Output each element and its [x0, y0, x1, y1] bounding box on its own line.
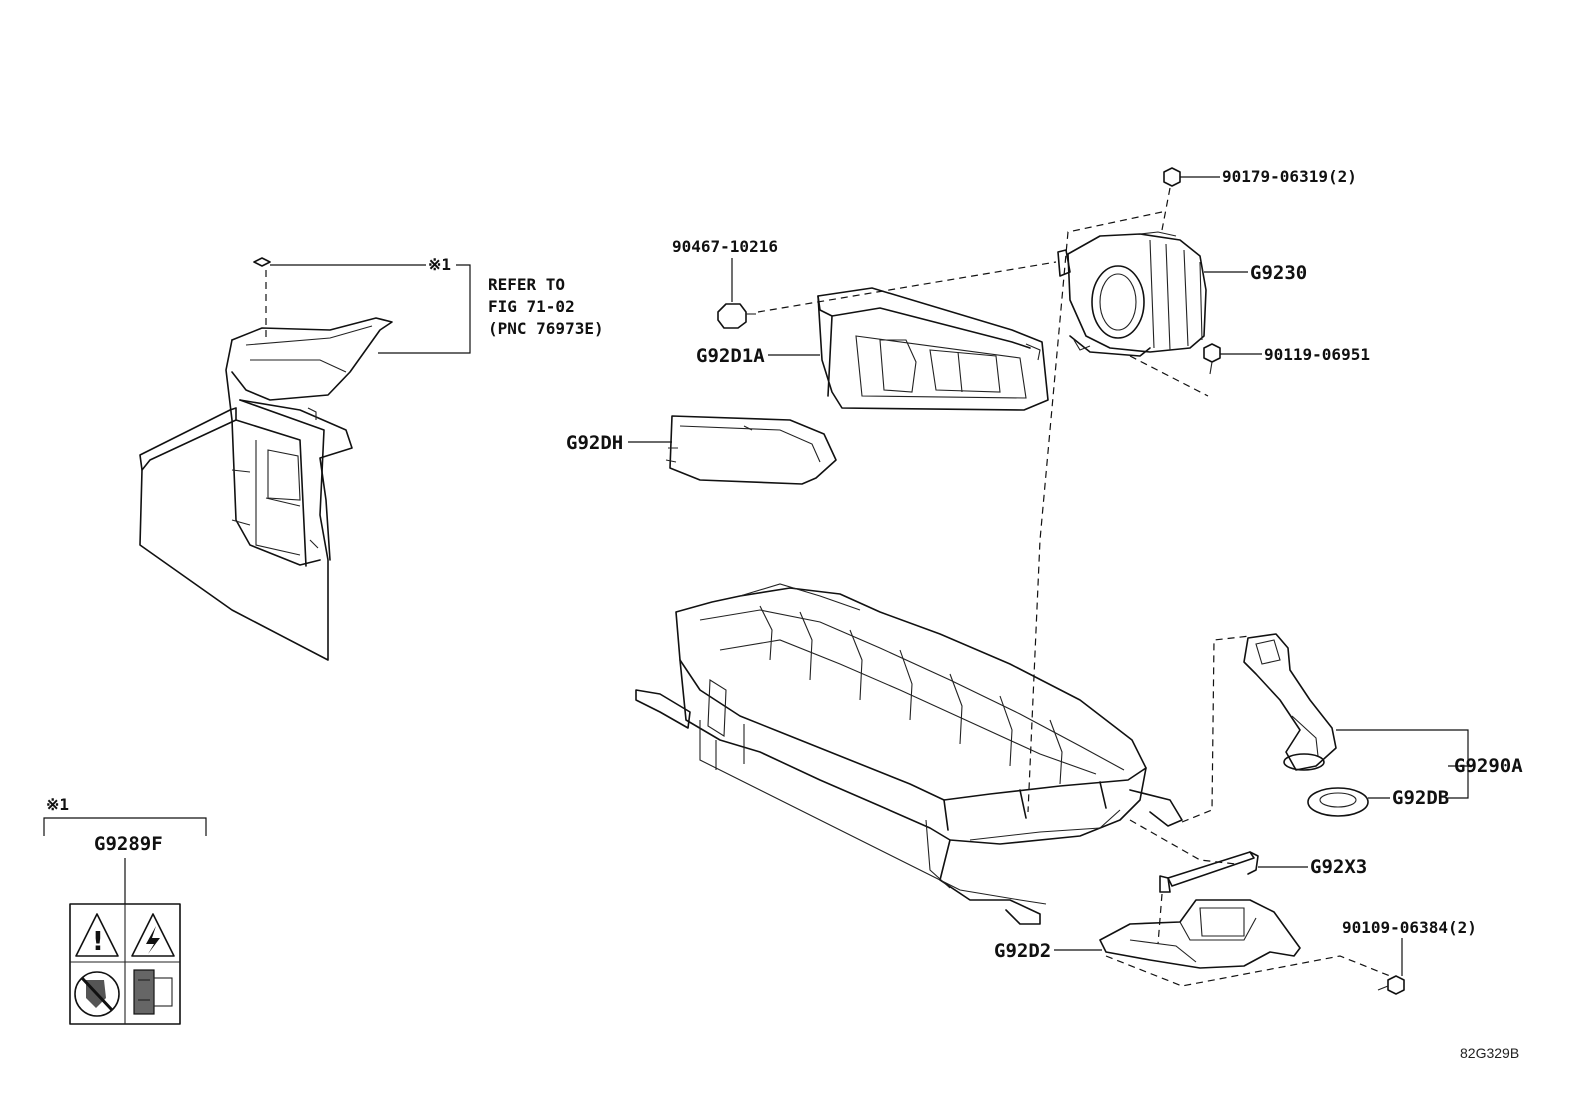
side-trim-panel: [139, 317, 393, 661]
label-g92d2: G92D2: [994, 940, 1051, 962]
nut-90179: [1163, 167, 1181, 187]
legend-box: ※1 G9289F !: [43, 795, 207, 1025]
no-touch-icon: [74, 971, 120, 1017]
cover-g92dh: [665, 415, 837, 485]
refer-note: ※1 REFER TO FIG 71-02 (PNC 76973E): [428, 255, 604, 338]
label-90119-06951: 90119-06951: [1264, 345, 1370, 364]
high-voltage-icon: [131, 913, 175, 957]
refer-line-2: FIG 71-02: [488, 297, 575, 316]
label-g92db: G92DB: [1392, 787, 1449, 809]
refer-line-1: REFER TO: [488, 275, 565, 294]
clip-part: [253, 257, 271, 267]
duct-g9290a: [1243, 633, 1337, 771]
label-90109-06384: 90109-06384(2): [1342, 918, 1477, 937]
label-90467-10216: 90467-10216: [672, 237, 778, 256]
label-g92d1a: G92D1A: [696, 345, 765, 367]
refer-marker: ※1: [428, 255, 451, 274]
duct-g92d2: [1099, 899, 1301, 969]
label-90179-06319: 90179-06319(2): [1222, 167, 1357, 186]
blower-g9230: [1057, 231, 1207, 357]
air-duct-g92d1a: [817, 287, 1049, 411]
drawing-ref-code: 82G329B: [1460, 1045, 1519, 1061]
legend-part-code: G9289F: [94, 833, 163, 855]
bolt-90119: [1203, 343, 1221, 375]
battery-assembly: [635, 583, 1183, 925]
label-g9290a: G9290A: [1454, 755, 1523, 777]
caution-triangle-icon: !: [75, 913, 119, 957]
legend-marker: ※1: [46, 795, 69, 814]
label-g9230: G9230: [1250, 262, 1307, 284]
svg-text:!: !: [92, 927, 104, 957]
label-g92dh: G92DH: [566, 432, 623, 454]
refer-line-3: (PNC 76973E): [488, 319, 604, 338]
seal-g92db: [1307, 787, 1369, 817]
battery-label-icon: [133, 969, 173, 1015]
label-g92x3: G92X3: [1310, 856, 1367, 878]
bolt-90109: [1377, 975, 1405, 995]
sensor-g92x3: [1159, 851, 1259, 893]
bolt-90467: [717, 303, 756, 329]
